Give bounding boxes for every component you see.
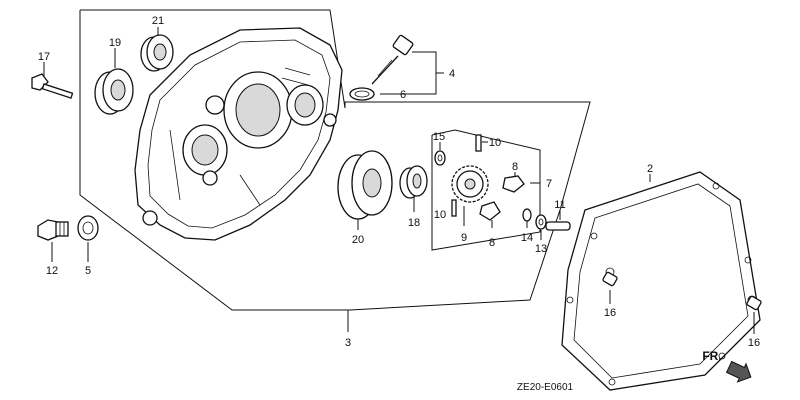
pin-10-top [475, 134, 482, 152]
callout-21: 21 [152, 15, 164, 27]
callout-13: 13 [535, 243, 547, 255]
callout-3: 3 [345, 337, 351, 349]
governor-weight-8-lower [479, 201, 501, 221]
bolt-17 [31, 73, 74, 99]
front-direction-arrow-icon [725, 360, 752, 383]
callout-5: 5 [85, 265, 91, 277]
callout-14: 14 [521, 232, 533, 244]
callout-12: 12 [46, 265, 58, 277]
callout-8-lower: 8 [489, 237, 495, 249]
callout-16-right: 16 [748, 337, 760, 349]
callout-6: 6 [400, 89, 406, 101]
dowel-pin-16-right [746, 295, 762, 311]
o-ring-6 [349, 87, 375, 101]
dowel-pin-16-left [602, 271, 618, 287]
callout-4: 4 [449, 68, 455, 80]
callout-2: 2 [647, 163, 653, 175]
callout-11: 11 [554, 199, 565, 211]
callout-10-lower: 10 [434, 209, 446, 221]
direction-label: FR. [702, 349, 721, 363]
callout-16-left: 16 [604, 307, 616, 319]
diagram-reference-code: ZE20-E0601 [517, 382, 574, 393]
governor-weight-8-upper [502, 175, 525, 193]
callout-17: 17 [38, 51, 50, 63]
washer-5 [77, 215, 99, 241]
callout-18: 18 [408, 217, 420, 229]
gasket-2 [561, 171, 761, 391]
crankcase-cover [134, 27, 343, 241]
callout-8-upper: 8 [512, 161, 518, 173]
callout-10-top: 10 [489, 137, 501, 149]
callout-19: 19 [109, 37, 121, 49]
pin-10-lower [451, 199, 457, 217]
bearing-19 [94, 68, 134, 115]
callout-9: 9 [461, 232, 467, 244]
washer-14 [522, 208, 532, 222]
bearing-21 [140, 34, 174, 72]
washer-13 [535, 214, 547, 230]
washer-15 [434, 150, 446, 166]
callout-7: 7 [546, 178, 552, 190]
drain-plug-12 [37, 219, 69, 241]
callout-20: 20 [352, 234, 364, 246]
bearing-18 [399, 165, 428, 199]
callout-15: 15 [433, 131, 445, 143]
oil-dipstick-4 [371, 34, 414, 85]
governor-shaft-11 [545, 221, 571, 231]
bearing-20 [337, 150, 393, 220]
governor-gear-9 [451, 165, 489, 203]
